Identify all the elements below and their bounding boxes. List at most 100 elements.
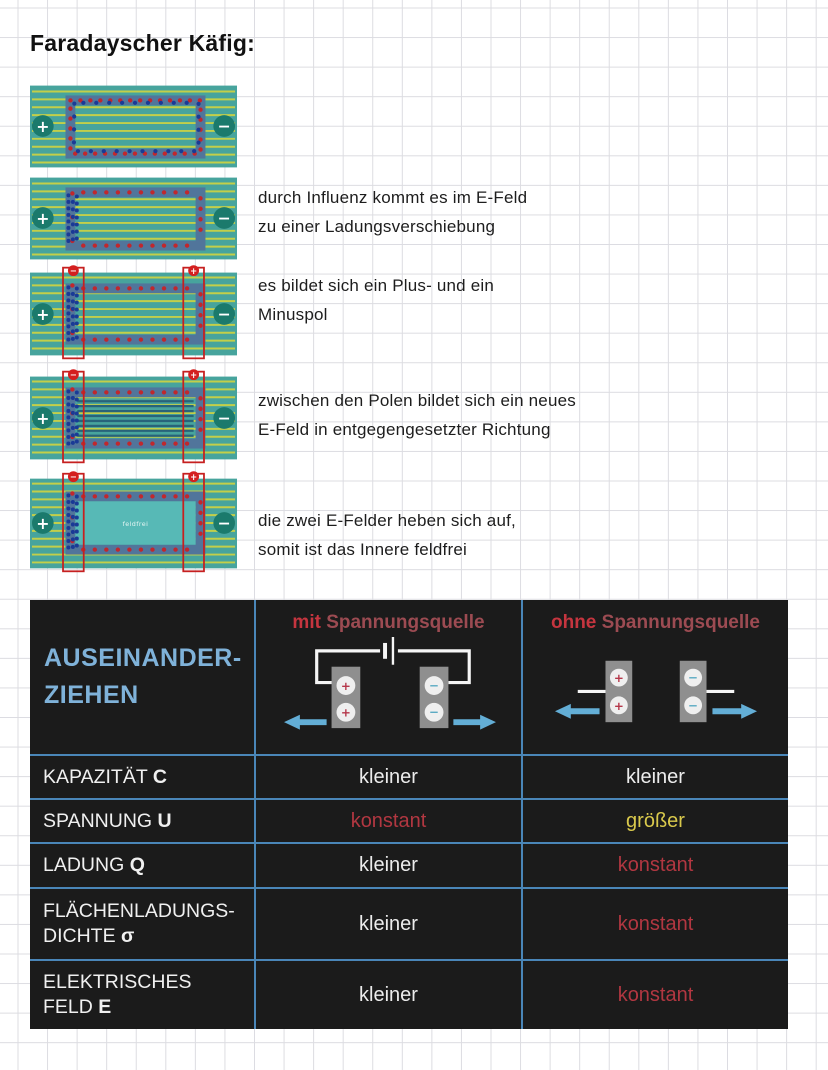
minus-pole-label: −	[70, 370, 77, 380]
column-header-ohne: ohne Spannungsquelle + + − −	[521, 600, 788, 754]
capacitor-without-source-diagram: + + − −	[554, 660, 757, 723]
plus-electrode-icon	[31, 115, 54, 137]
plus-charge-icon	[336, 702, 355, 722]
plus-pole-icon	[188, 265, 200, 277]
arrow-left-icon	[283, 714, 300, 730]
plus-pole-icon	[188, 471, 200, 483]
plus-pole-label: +	[190, 472, 197, 482]
cell-kapazitaet-ohne: kleiner	[521, 754, 788, 798]
annotation-poles: es bildet sich ein Plus- und ein Minuspo…	[258, 271, 623, 329]
column-rest: Spannungsquelle	[326, 612, 485, 633]
svg-text:+: +	[613, 671, 623, 685]
inner-field-lines	[77, 400, 194, 437]
symbol: E	[98, 996, 112, 1018]
electron-cluster	[66, 192, 79, 247]
minus-pole-label: −	[70, 472, 77, 482]
row-label-flaechenladungsdichte: FLÄCHENLADUNGS-DICHTE σ	[30, 887, 254, 959]
wire	[314, 649, 380, 685]
plus-charge-icon	[336, 676, 355, 695]
topic-line: ZIEHEN	[44, 681, 139, 709]
column-title: ohne Spannungsquelle	[551, 612, 760, 634]
svg-text:−: −	[429, 705, 439, 719]
annotation-line: es bildet sich ein Plus- und ein	[258, 276, 495, 295]
minus-electrode-label: −	[218, 513, 231, 532]
plus-electrode-icon	[31, 207, 54, 229]
topic-line: AUSEINANDER-	[44, 644, 242, 672]
plus-electrode-icon	[31, 407, 54, 429]
plus-electrode-label: +	[36, 305, 49, 324]
minus-electrode-icon	[213, 115, 236, 137]
plus-electrode-icon	[31, 303, 54, 325]
plus-electrode-label: +	[36, 117, 49, 136]
page-title: Faradayscher Käfig:	[30, 30, 255, 56]
annotation-counter-field: zwischen den Polen bildet sich ein neues…	[258, 386, 623, 444]
minus-charge-icon	[683, 696, 702, 715]
annotation-influenz: durch Influenz kommt es im E-Feld zu ein…	[258, 183, 623, 241]
svg-text:−: −	[688, 698, 698, 712]
minus-pole-icon	[67, 369, 79, 381]
cell-elektrisches-feld-mit: kleiner	[254, 959, 521, 1029]
capacitor-with-source-diagram: + + − −	[283, 637, 496, 730]
symbol: σ	[121, 925, 135, 947]
row-label-kapazitaet: KAPAZITÄT C	[30, 754, 254, 798]
annotation-line: durch Influenz kommt es im E-Feld	[258, 188, 528, 207]
faraday-diagram-2: + −	[30, 177, 237, 260]
arrow-right-icon	[479, 714, 496, 730]
annotation-line: zu einer Ladungsverschiebung	[258, 217, 496, 236]
wire	[397, 649, 471, 685]
annotation-line: Minuspol	[258, 305, 328, 324]
minus-electrode-label: −	[218, 208, 231, 227]
minus-charge-icon	[683, 668, 702, 687]
minus-charge-icon	[424, 676, 443, 695]
minus-pole-icon	[67, 265, 79, 277]
symbol: Q	[129, 854, 145, 876]
positive-charge-dots	[70, 190, 203, 248]
minus-electrode-icon	[213, 512, 236, 534]
plus-pole-label: +	[190, 370, 197, 380]
svg-text:+: +	[613, 699, 623, 713]
faraday-diagram-3: − + + −	[30, 265, 237, 360]
plus-charge-icon	[609, 668, 628, 687]
column-emphasis: ohne	[550, 612, 597, 633]
symbol: C	[152, 765, 167, 788]
cell-spannung-ohne: größer	[521, 798, 788, 842]
arrow-right-icon	[740, 703, 757, 719]
faraday-diagram-1: + −	[30, 85, 237, 168]
cell-kapazitaet-mit: kleiner	[254, 754, 521, 798]
minus-pole-icon	[67, 471, 79, 483]
plus-pole-icon	[188, 369, 200, 381]
minus-charge-icon	[424, 702, 443, 722]
cell-flaechenladungsdichte-ohne: konstant	[521, 887, 788, 959]
row-label-spannung: SPANNUNG U	[30, 798, 254, 842]
column-emphasis: mit	[292, 612, 321, 633]
cell-elektrisches-feld-ohne: konstant	[521, 959, 788, 1029]
column-header-mit: mit Spannungsquelle + + − −	[254, 600, 521, 754]
svg-text:+: +	[340, 679, 350, 693]
annotation-line: die zwei E-Felder heben sich auf,	[258, 511, 516, 530]
minus-pole-label: −	[70, 266, 77, 276]
minus-electrode-label: −	[218, 304, 231, 323]
cell-spannung-mit: konstant	[254, 798, 521, 842]
annotation-line: E-Feld in entgegengesetzter Richtung	[258, 420, 551, 439]
annotation-field-free: die zwei E-Felder heben sich auf, somit …	[258, 506, 623, 564]
cell-ladung-ohne: konstant	[521, 842, 788, 887]
minus-electrode-icon	[213, 207, 236, 229]
table-topic-header: AUSEINANDER- ZIEHEN	[30, 600, 254, 754]
capacitor-table: AUSEINANDER- ZIEHEN mit Spannungsquelle …	[30, 600, 788, 1029]
field-free-label: feldfrei	[123, 520, 149, 528]
plus-electrode-label: +	[36, 209, 49, 228]
minus-electrode-icon	[213, 303, 236, 325]
plus-electrode-label: +	[36, 409, 49, 428]
minus-electrode-label: −	[218, 116, 231, 135]
minus-electrode-icon	[213, 407, 236, 429]
svg-text:−: −	[429, 678, 439, 692]
minus-electrode-label: −	[218, 408, 231, 427]
annotation-line: zwischen den Polen bildet sich ein neues	[258, 391, 576, 410]
faraday-diagram-5: feldfrei − + + −	[30, 471, 237, 573]
column-rest: Spannungsquelle	[601, 612, 761, 633]
svg-text:−: −	[688, 671, 698, 685]
svg-text:+: +	[340, 706, 350, 720]
plus-pole-label: +	[190, 266, 197, 276]
